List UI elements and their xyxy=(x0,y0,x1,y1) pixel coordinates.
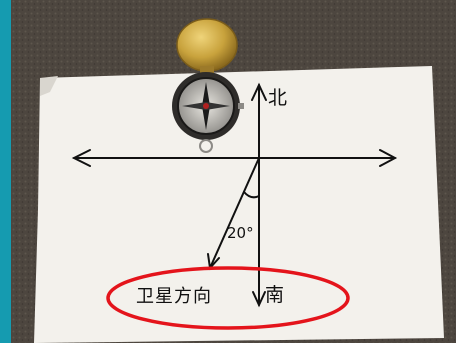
paper-fold xyxy=(40,76,58,96)
compass-lid xyxy=(176,18,238,72)
compass-icon xyxy=(172,72,244,153)
south-label: 南 xyxy=(265,284,285,306)
north-arrowhead xyxy=(251,82,267,101)
satellite-direction-line xyxy=(209,157,260,269)
angle-arc xyxy=(243,191,260,199)
west-arrowhead xyxy=(71,149,91,167)
left-edge-strip xyxy=(0,0,11,343)
angle-label: 20° xyxy=(227,224,254,242)
highlight-ellipse xyxy=(106,266,350,330)
east-arrowhead xyxy=(379,149,398,167)
south-arrowhead xyxy=(252,291,266,308)
satellite-direction-label: 卫星方向 xyxy=(136,286,212,307)
north-label: 北 xyxy=(268,87,288,109)
